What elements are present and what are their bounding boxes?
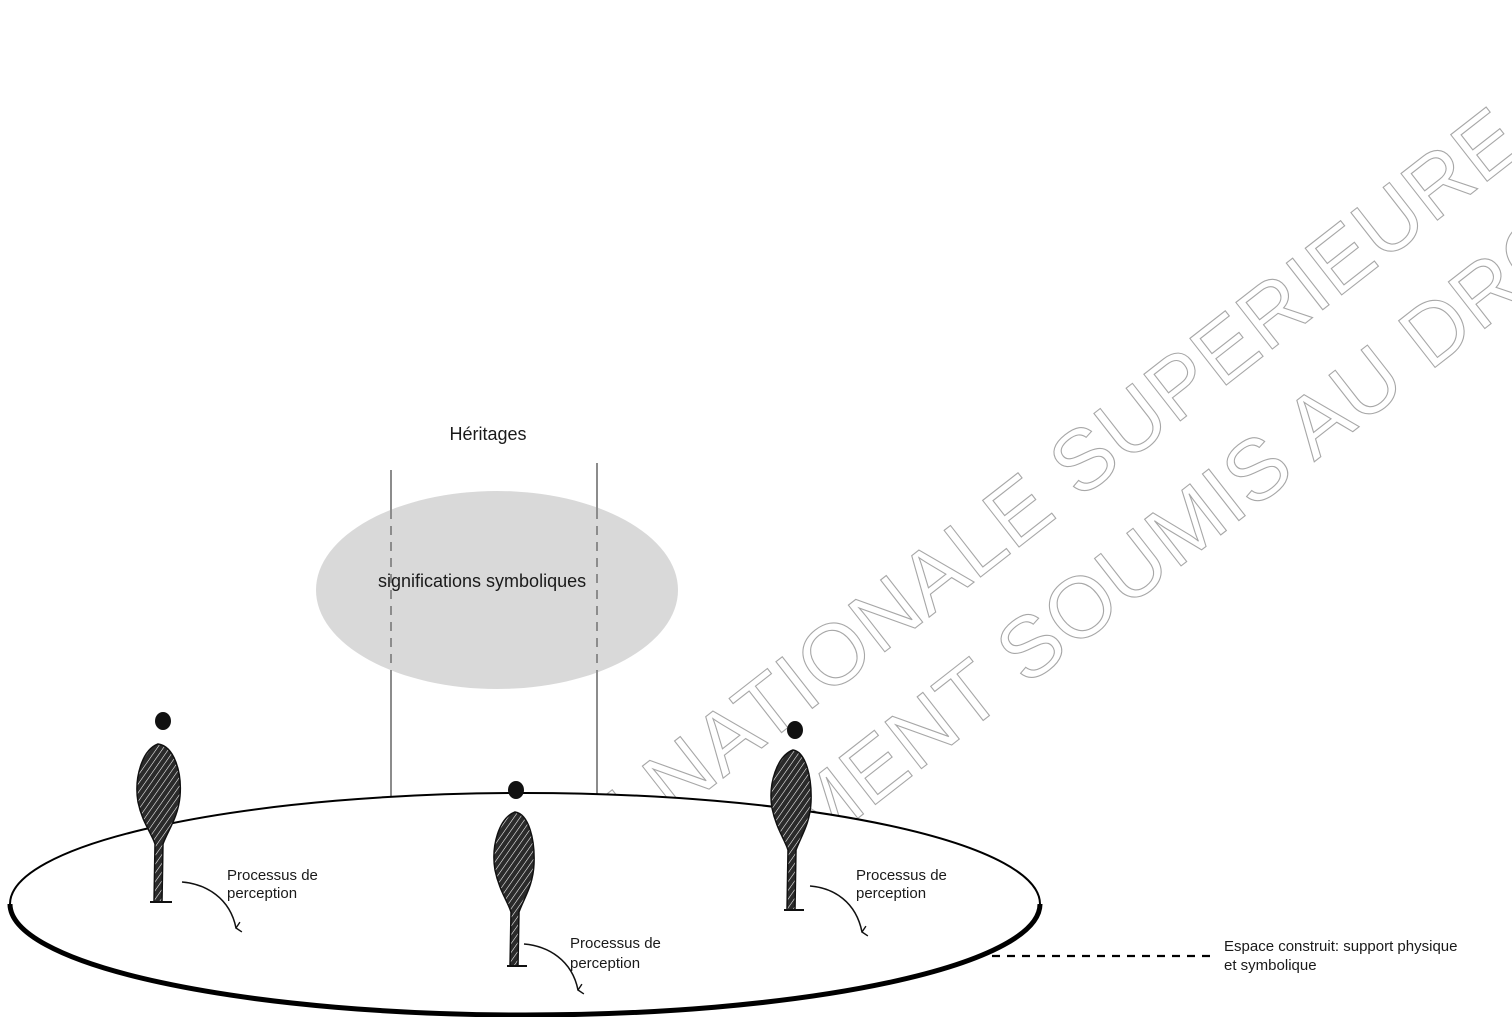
built-space-ground-front-edge bbox=[7, 903, 1043, 1017]
perception-arrow-middle bbox=[523, 943, 585, 995]
person-head bbox=[787, 721, 803, 739]
perception-label-middle-line-1: Processus de bbox=[570, 935, 661, 952]
perception-label-middle-line-2: perception bbox=[570, 955, 640, 972]
person-figure-left bbox=[136, 712, 182, 903]
perception-arrow-right bbox=[809, 885, 869, 937]
perception-label-left-line-2: perception bbox=[227, 885, 297, 902]
person-figure-middle bbox=[493, 781, 535, 967]
person-head bbox=[508, 781, 524, 799]
person-figure-right bbox=[770, 721, 812, 911]
perception-label-left-line-1: Processus de bbox=[227, 867, 318, 884]
perception-label-right-line-2: perception bbox=[856, 885, 926, 902]
person-head bbox=[155, 712, 171, 730]
perception-arrow-left bbox=[181, 881, 243, 933]
built-space-label-line-2: et symbolique bbox=[1224, 957, 1317, 974]
symbolic-meanings-label: significations symboliques bbox=[378, 571, 586, 591]
perception-label-right-line-1: Processus de bbox=[856, 867, 947, 884]
heritage-label: Héritages bbox=[449, 424, 526, 444]
symbolic-meanings-cloud bbox=[316, 491, 678, 689]
built-space-label-line-1: Espace construit: support physique bbox=[1224, 938, 1457, 955]
